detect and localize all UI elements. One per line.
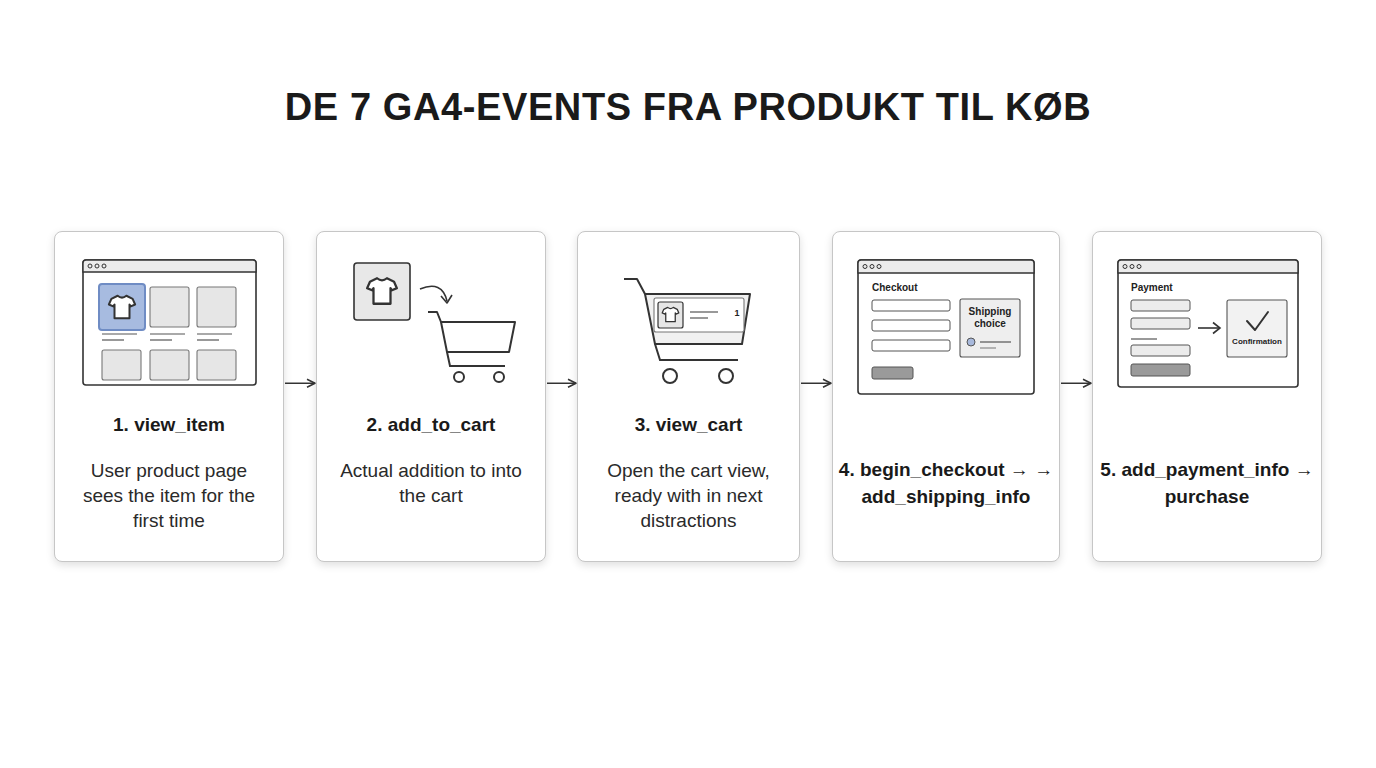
text-line bbox=[690, 311, 718, 312]
window-dot bbox=[1130, 265, 1134, 269]
submit-arrow bbox=[1198, 327, 1219, 329]
text-line bbox=[102, 339, 124, 340]
checkout-icon bbox=[858, 260, 1034, 394]
product-tile bbox=[658, 302, 683, 328]
cart-frame bbox=[447, 352, 505, 366]
cart-basket bbox=[441, 322, 515, 352]
text-line bbox=[980, 341, 1011, 342]
cart-view-icon bbox=[624, 279, 750, 383]
form-field bbox=[1131, 345, 1190, 356]
form-field bbox=[1131, 300, 1190, 311]
form-field bbox=[872, 320, 950, 331]
window-dot bbox=[863, 265, 867, 269]
flow-arrow bbox=[285, 383, 315, 385]
form-button bbox=[872, 367, 913, 379]
text-line bbox=[1131, 338, 1157, 339]
arrow-head bbox=[1213, 323, 1220, 334]
browser-bar bbox=[83, 260, 256, 272]
event-name: 4. begin_checkout → → add_shipping_info bbox=[838, 456, 1054, 510]
event-card: 3. view_cartOpen the cart view, ready wi… bbox=[577, 231, 800, 562]
product-tile bbox=[150, 287, 189, 327]
tshirt-icon bbox=[109, 296, 135, 319]
check-mark bbox=[1247, 312, 1268, 330]
add-to-cart-icon bbox=[354, 263, 515, 382]
tshirt-icon bbox=[662, 307, 679, 321]
window-dot bbox=[1137, 265, 1141, 269]
browser-window bbox=[83, 260, 256, 385]
text-line bbox=[150, 333, 185, 334]
window-dot bbox=[88, 264, 92, 268]
radio-button bbox=[967, 338, 975, 346]
window-dot bbox=[95, 264, 99, 268]
selected-product-tile bbox=[99, 284, 145, 330]
confirmation-box bbox=[1227, 300, 1287, 357]
browser-bar bbox=[858, 260, 1034, 273]
text-line bbox=[980, 348, 996, 349]
event-name: 5. add_payment_info → purchase bbox=[1098, 456, 1316, 510]
text-line bbox=[690, 317, 708, 318]
product-tile bbox=[150, 350, 189, 380]
cart-wheel bbox=[494, 372, 504, 382]
form-field bbox=[1131, 318, 1190, 329]
event-name: 1. view_item bbox=[60, 411, 278, 438]
browser-window bbox=[1118, 260, 1298, 387]
event-card: 4. begin_checkout → → add_shipping_info bbox=[832, 231, 1060, 562]
flow-arrow bbox=[801, 383, 831, 385]
form-field bbox=[872, 300, 950, 311]
text-line bbox=[102, 333, 137, 334]
cart-handle bbox=[428, 312, 441, 322]
move-arrow bbox=[420, 286, 447, 301]
form-field bbox=[872, 340, 950, 351]
event-description: Open the cart view, ready with in next d… bbox=[593, 458, 785, 533]
product-tile bbox=[102, 350, 141, 380]
window-dot bbox=[877, 265, 881, 269]
cart-wheel bbox=[663, 369, 677, 383]
flow-arrow bbox=[547, 383, 576, 385]
cart-handle bbox=[624, 279, 645, 294]
cart-wheel bbox=[454, 372, 464, 382]
product-tile bbox=[197, 350, 236, 380]
payment-icon bbox=[1118, 260, 1298, 387]
product-page-icon bbox=[83, 260, 256, 385]
text-line bbox=[197, 339, 219, 340]
text-line bbox=[197, 333, 232, 334]
event-card: 2. add_to_cartActual addition to into th… bbox=[316, 231, 546, 562]
window-dot bbox=[1123, 265, 1127, 269]
arrow-head bbox=[441, 295, 452, 303]
cart-wheel bbox=[719, 369, 733, 383]
flow-arrow bbox=[1061, 383, 1091, 385]
cart-basket bbox=[645, 294, 750, 344]
product-tile bbox=[354, 263, 410, 320]
event-description: Actual addition to into the cart bbox=[338, 458, 524, 508]
event-card: 5. add_payment_info → purchase bbox=[1092, 231, 1322, 562]
event-description: User product page sees the item for the … bbox=[76, 458, 262, 533]
event-name: 2. add_to_cart bbox=[322, 411, 540, 438]
product-tile bbox=[197, 287, 236, 327]
browser-bar bbox=[1118, 260, 1298, 273]
form-button bbox=[1131, 364, 1190, 376]
text-line bbox=[150, 339, 172, 340]
tshirt-icon bbox=[367, 278, 397, 304]
cart-row bbox=[654, 298, 744, 332]
window-dot bbox=[102, 264, 106, 268]
cart-frame bbox=[655, 344, 738, 360]
browser-window bbox=[858, 260, 1034, 394]
shipping-option-box bbox=[960, 299, 1020, 357]
event-card: 1. view_itemUser product page sees the i… bbox=[54, 231, 284, 562]
diagram-title: DE 7 GA4-EVENTS FRA PRODUKT TIL KØB bbox=[0, 80, 1376, 134]
event-name: 3. view_cart bbox=[583, 411, 794, 438]
window-dot bbox=[870, 265, 874, 269]
